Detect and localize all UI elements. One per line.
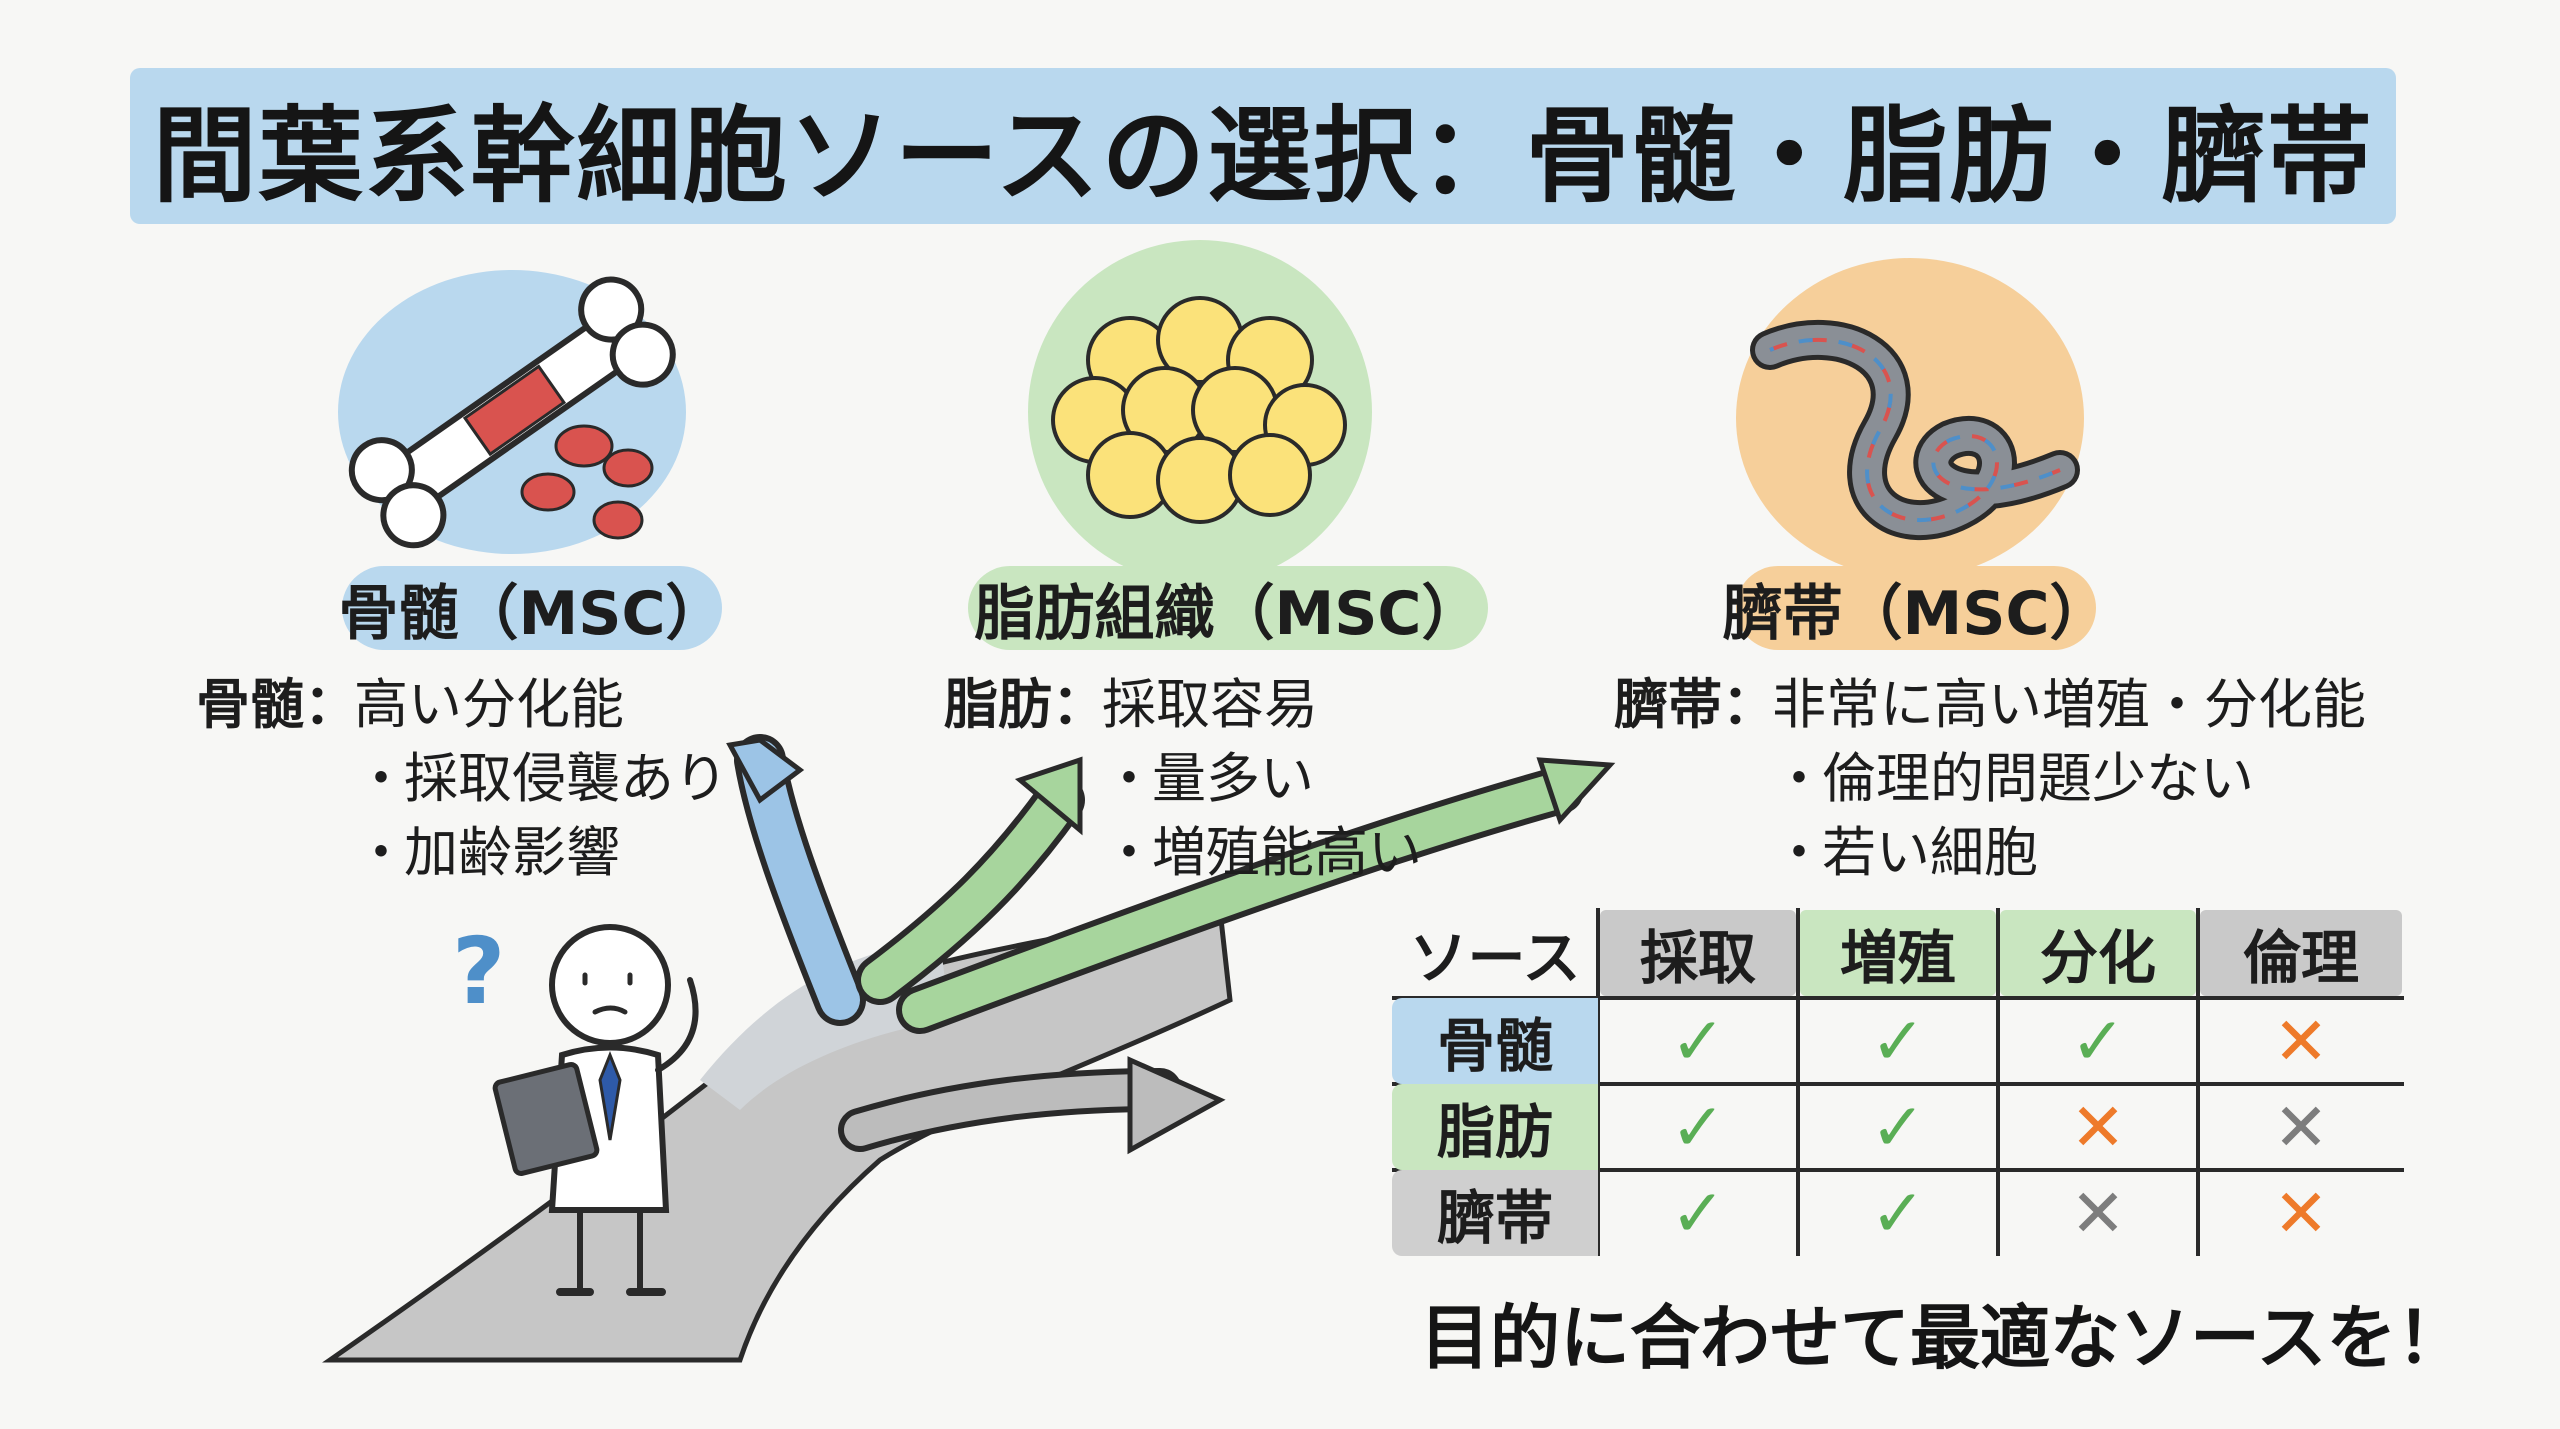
source-label-bone: 骨髄（MSC） <box>339 566 725 650</box>
props-bone-point: 高い分化能 <box>354 673 624 736</box>
props-cord-point: 非常に高い増殖・分化能 <box>1772 673 2366 736</box>
check-icon: ✓ <box>2070 1002 2126 1080</box>
props-cord: 臍帯：非常に高い増殖・分化能 ・倫理的問題少ない ・若い細胞 <box>1614 668 2366 890</box>
props-fat: 脂肪：採取容易 ・量多い ・増殖能高い <box>944 668 1422 890</box>
comparison-table: ソース 採取 増殖 分化 倫理 骨髄 ✓ ✓ ✓ ✕ 脂肪 ✓ ✓ ✕ ✕ 臍帯… <box>1392 908 2404 1256</box>
footer-message: 目的に合わせて最適なソースを！ <box>1420 1297 2467 1379</box>
question-mark-icon: ? <box>452 918 506 1025</box>
check-icon: ✓ <box>1870 1002 1926 1080</box>
page-title: 間葉系幹細胞ソースの選択：骨髄・脂肪・臍帯 <box>152 94 2374 217</box>
source-label-fat-text: 脂肪組織（MSC） <box>974 578 1482 649</box>
props-fat-name: 脂肪 <box>944 673 1052 736</box>
table-row-label-bone: 骨髄 <box>1392 998 1598 1084</box>
cross-icon: ✕ <box>2273 1002 2329 1080</box>
check-icon: ✓ <box>1870 1174 1926 1252</box>
source-label-fat: 脂肪組織（MSC） <box>968 566 1488 650</box>
arrow-bone-head <box>726 737 805 804</box>
table-header-differentiation: 分化 <box>2000 910 2196 996</box>
props-cord-name: 臍帯 <box>1614 673 1722 736</box>
cross-icon: ✕ <box>2273 1174 2329 1252</box>
arrow-gray-head <box>1127 1056 1226 1155</box>
cross-icon: ✕ <box>2070 1174 2126 1252</box>
check-icon: ✓ <box>1870 1088 1926 1166</box>
source-label-bone-text: 骨髄（MSC） <box>338 578 726 649</box>
table-row-label-cord: 臍帯 <box>1392 1170 1598 1256</box>
source-label-cord-text: 臍帯（MSC） <box>1722 578 2110 649</box>
arrow-cord-head <box>1536 757 1616 825</box>
arrow-fat-head <box>1014 756 1083 836</box>
props-fat-point: 増殖能高い <box>1152 821 1422 884</box>
table-header-proliferation: 増殖 <box>1800 910 1996 996</box>
title-banner: 間葉系幹細胞ソースの選択：骨髄・脂肪・臍帯 <box>130 68 2396 224</box>
bone-marrow-icon <box>338 270 686 554</box>
table-header-harvest: 採取 <box>1600 910 1796 996</box>
doctor-figure-icon <box>492 924 699 1296</box>
cross-icon: ✕ <box>2273 1088 2329 1166</box>
check-icon: ✓ <box>1670 1088 1726 1166</box>
props-bone-point: 加齢影響 <box>404 821 620 884</box>
props-cord-point: 若い細胞 <box>1822 821 2038 884</box>
fat-tissue-icon <box>1028 240 1372 584</box>
source-label-cord: 臍帯（MSC） <box>1723 566 2109 650</box>
props-bone-name: 骨髄 <box>196 673 304 736</box>
table-row-label-fat: 脂肪 <box>1392 1084 1598 1170</box>
umbilical-cord-icon <box>1736 258 2084 578</box>
table-header-ethics: 倫理 <box>2200 910 2402 996</box>
props-bone: 骨髄：高い分化能 ・採取侵襲あり ・加齢影響 <box>196 668 728 890</box>
props-fat-point: 量多い <box>1152 747 1314 810</box>
check-icon: ✓ <box>1670 1002 1726 1080</box>
cross-icon: ✕ <box>2070 1088 2126 1166</box>
props-bone-point: 採取侵襲あり <box>404 747 728 810</box>
props-cord-point: 倫理的問題少ない <box>1822 747 2254 810</box>
check-icon: ✓ <box>1670 1174 1726 1252</box>
table-header-source: ソース <box>1409 924 1581 992</box>
props-fat-point: 採取容易 <box>1102 673 1318 736</box>
